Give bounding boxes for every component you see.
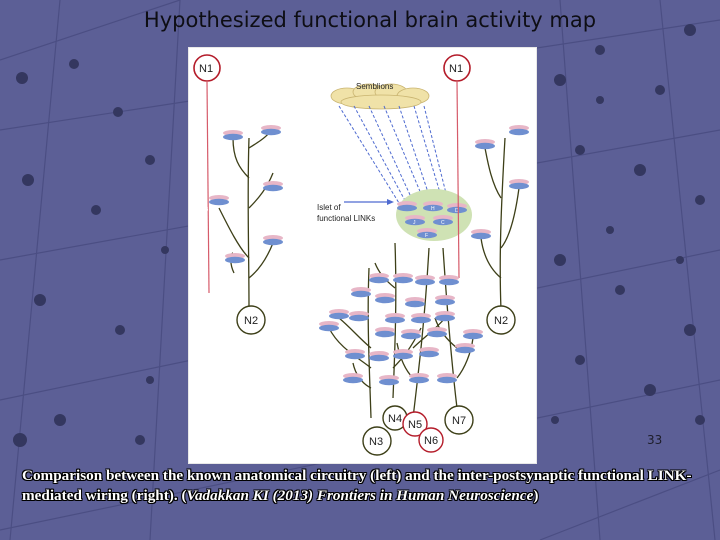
neuron-n4-label: N4	[388, 413, 402, 425]
spine-d-label: D	[455, 208, 459, 214]
neuron-n7-label: N7	[452, 415, 466, 427]
brain-activity-map-figure: N1 N2 B	[188, 47, 537, 464]
islet-of-functional-links: H D J C F Islet of functional LINKs	[317, 189, 472, 241]
neuron-n2-right	[486, 305, 516, 335]
slide-title: Hypothesized functional brain activity m…	[143, 8, 597, 32]
neuron-n2-right-label: N2	[494, 315, 508, 327]
neuron-n1-left-label: N1	[199, 63, 213, 75]
spine-c-label: C	[441, 220, 445, 226]
spine-f-label: F	[425, 233, 428, 239]
spine-b-label: B	[205, 207, 209, 213]
semblions-label: Semblions	[356, 82, 393, 91]
right-spines	[319, 125, 529, 386]
caption-reference: Vadakkan KI (2013) Frontiers in Human Ne…	[186, 486, 534, 504]
neural-circuit-diagram: N1 N2 B	[193, 54, 529, 456]
neuron-n3	[362, 426, 392, 456]
neuron-n2-left-label: N2	[244, 315, 258, 327]
figure-caption: Comparison between the known anatomical …	[22, 466, 712, 505]
slide-number: 33	[647, 433, 663, 447]
spine-h-label: H	[431, 206, 435, 212]
neuron-n5-label: N5	[408, 419, 422, 431]
neuron-n6-label: N6	[424, 435, 438, 447]
neuron-n6	[418, 427, 444, 453]
caption-text: Comparison between the known anatomical …	[22, 467, 692, 504]
neuron-n3-label: N3	[369, 436, 383, 448]
neuron-n2-left	[236, 305, 266, 335]
caption-close: )	[533, 486, 539, 504]
left-spines	[209, 125, 283, 264]
islet-label-line1: Islet of	[317, 203, 341, 212]
neuron-n1-right-label: N1	[449, 63, 463, 75]
neuron-n5	[402, 411, 428, 437]
left-anatomical-circuit: N1 N2 B	[193, 54, 283, 335]
islet-label-line2: functional LINKs	[317, 214, 375, 223]
spine-j-label: J	[413, 220, 416, 226]
neuron-n7	[444, 405, 474, 435]
